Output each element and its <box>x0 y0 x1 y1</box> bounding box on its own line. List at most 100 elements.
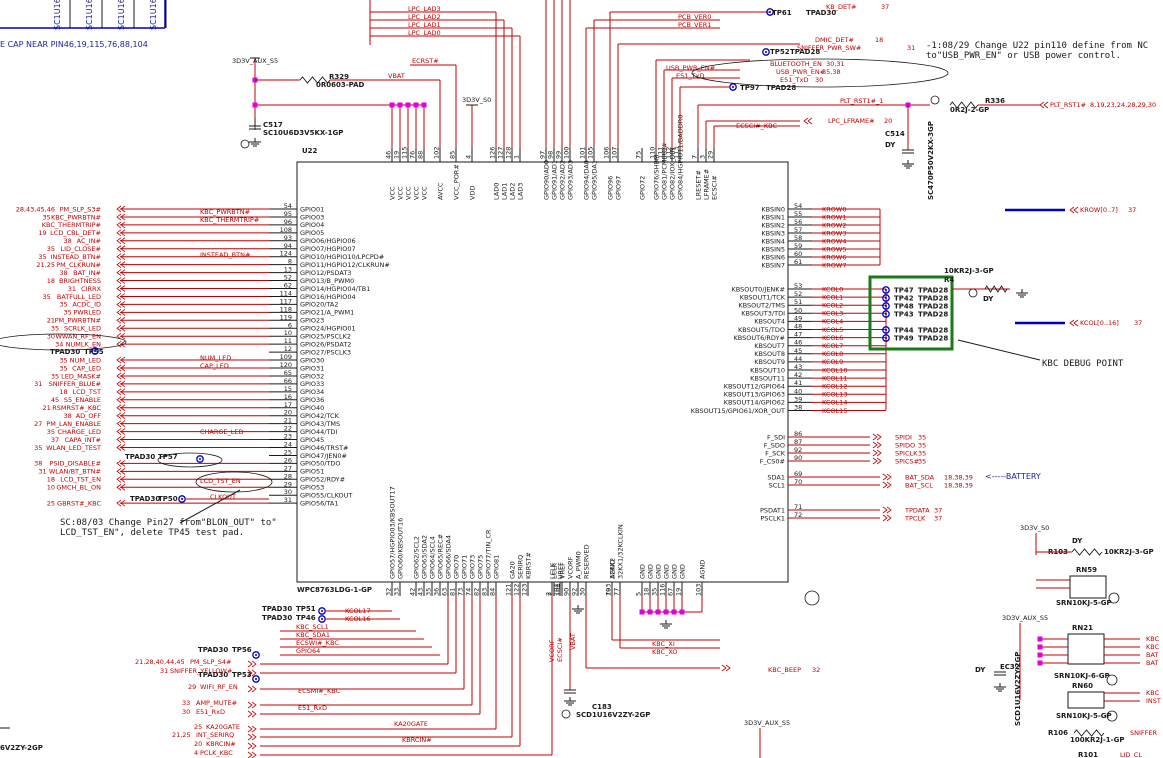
inner-net-instead: INSTEAD_BTN# <box>200 251 250 259</box>
left-net-ref: 38 <box>64 237 72 245</box>
rn21-body <box>1067 633 1105 665</box>
kbc-scl1-label: KBC_SCL1 <box>296 623 329 631</box>
gnd-junction <box>639 609 645 615</box>
bottom-left-arrow <box>247 751 257 758</box>
gnd-junction <box>679 609 685 615</box>
tp50 <box>178 495 186 503</box>
bottom-right-pin-name: VREF <box>558 562 566 579</box>
vcc-junction <box>413 102 419 108</box>
top-pin-name: VCC_POR# <box>452 164 460 200</box>
bottom-left-arrow <box>247 701 257 709</box>
left-net-ref: 35 <box>59 301 67 309</box>
pcb-net-label: PCB_VER1 <box>678 21 711 29</box>
right-pin-number: 38 <box>794 404 802 412</box>
right-pin-name: PSDAT1 <box>760 506 785 514</box>
kcol-bus-arrow <box>1069 319 1079 327</box>
rn21-net: BAT <box>1146 659 1158 667</box>
pclk-label: PCLK_KBC <box>200 749 233 757</box>
kcol-net-label: KCOL12 <box>822 383 847 391</box>
right-pin-name: KBSOUT5/TDO <box>738 326 785 334</box>
lpc-net-label: LPC_LAD3 <box>408 5 441 13</box>
left-pin-name: GPIO10/HGPIO10/LPCPD# <box>300 253 384 261</box>
left-pin-name: GPIO12/PSDAT3 <box>300 269 351 277</box>
rn21-net: KBC <box>1146 635 1160 643</box>
debug-tp-ref: TP48 <box>894 303 914 311</box>
bottom-right-pin-number: 19 <box>675 588 683 596</box>
left-net-ref: 31 <box>68 285 76 293</box>
spi-arrow <box>872 457 882 465</box>
spi-net-label: SPIDI <box>895 433 912 441</box>
debug-test-point <box>885 305 887 307</box>
usb-pwr-ref: 35,38 <box>822 68 841 76</box>
krow-bus-ref: 37 <box>1128 206 1136 214</box>
left-net-ref: 38 <box>64 412 72 420</box>
debug-dy: DY <box>983 295 994 303</box>
krow-net-label: KROW4 <box>822 237 846 245</box>
right-pin-number: 52 <box>794 290 802 298</box>
left-pin-name: GPIO40 <box>300 404 324 412</box>
left-pin-name: GPIO33 <box>300 380 324 388</box>
left-pin-number: 20 <box>284 409 292 417</box>
sniffer-yellow-label: SNIFFER_YELLOW# <box>170 667 232 675</box>
bottom-pin-name: GPIO77/TIN_CR <box>484 529 492 579</box>
top-pin-name: LAD2 <box>508 183 516 200</box>
bottom-pin-number: 103 <box>605 584 613 596</box>
top-pin-number: 76 <box>409 151 417 159</box>
tp53 <box>255 678 257 680</box>
left-pin-number: 95 <box>284 210 292 218</box>
bottom-left-arrow <box>247 742 257 750</box>
right-pin-name: KBSIN7 <box>761 261 785 269</box>
right-pin-name: KBSOUT2/TMS <box>738 302 785 310</box>
left-pin-number: 8 <box>288 258 292 266</box>
bottom-left-arrow <box>247 685 257 693</box>
left-net-label: BATFULL_LED <box>57 293 101 301</box>
right-pin-number: 44 <box>794 355 802 363</box>
left-offpage-arrow <box>116 245 126 253</box>
debug-test-point <box>885 313 887 315</box>
c517-ref: C517 <box>263 121 283 129</box>
top-pin-number: 127 <box>497 147 505 159</box>
left-net-label: PM_PWRBTN# <box>55 317 101 325</box>
left-pin-name: GPIO44/TDI <box>300 428 337 436</box>
inner-net-kbc-thermtrip: KBC_THERMTRIP# <box>200 216 259 224</box>
rn59-value: SRN10KJ-5-GP <box>1056 599 1112 607</box>
chip-part-label: WPC8763LDG-1-GP <box>297 586 372 594</box>
top-pin-name: GPIO94/DA0 <box>582 160 590 200</box>
left-offpage-arrow <box>116 364 126 372</box>
lpc-net-label: LPC_LAD0 <box>408 29 441 37</box>
ec32-dy: DY <box>975 666 986 674</box>
right-aux-s5-label: 3D3V_AUX_S5 <box>1002 614 1048 622</box>
left-pin-name: GPIO27/PSCLK3 <box>300 348 351 356</box>
bottom-pin-name: GPIO75 <box>476 555 484 579</box>
right-pin-number: 41 <box>794 379 802 387</box>
left-net-ref: 35 <box>43 293 51 301</box>
tp61 <box>769 11 771 13</box>
krow-net-label: KROW2 <box>822 221 846 229</box>
bt-label: BLUETOOTH_EN <box>770 60 822 68</box>
kcol-net-label: KCOL6 <box>822 334 843 342</box>
left-offpage-arrow <box>116 301 126 308</box>
left-net-ref: 34 <box>55 340 63 348</box>
left-net-label: WLAN_LED_TEST <box>46 444 101 452</box>
plt-arrow <box>1039 101 1049 109</box>
kb-det-ref: 37 <box>881 3 889 11</box>
tp46 <box>321 618 323 620</box>
right-pin-name: PSCLK1 <box>760 514 785 522</box>
aux-junction <box>252 102 258 108</box>
left-offpage-arrow <box>116 444 126 451</box>
bottom-right-pin-name: 32KX1/32KCLKIN <box>616 524 624 579</box>
left-offpage-arrow <box>116 483 126 491</box>
left-net-ref: 31 <box>34 380 42 388</box>
smb-net-ref: 18,38,39 <box>944 481 973 489</box>
left-pin-number: 120 <box>280 361 292 369</box>
left-net-ref: 35 <box>59 364 67 372</box>
right-pin-name: KBSIN1 <box>761 213 785 221</box>
tp57-ellipse <box>157 452 223 468</box>
tp55-pad: TPAD30 <box>50 348 80 356</box>
bottom-pin-name: AGND <box>608 560 616 579</box>
bottom-pin-number: 32 <box>385 588 393 596</box>
smb-net-label: BAT_SCL <box>905 481 933 489</box>
right-pin-name: KBSIN2 <box>761 221 785 229</box>
r336-value: 0R2J-2-GP <box>950 106 989 114</box>
left-offpage-arrow <box>116 221 126 229</box>
